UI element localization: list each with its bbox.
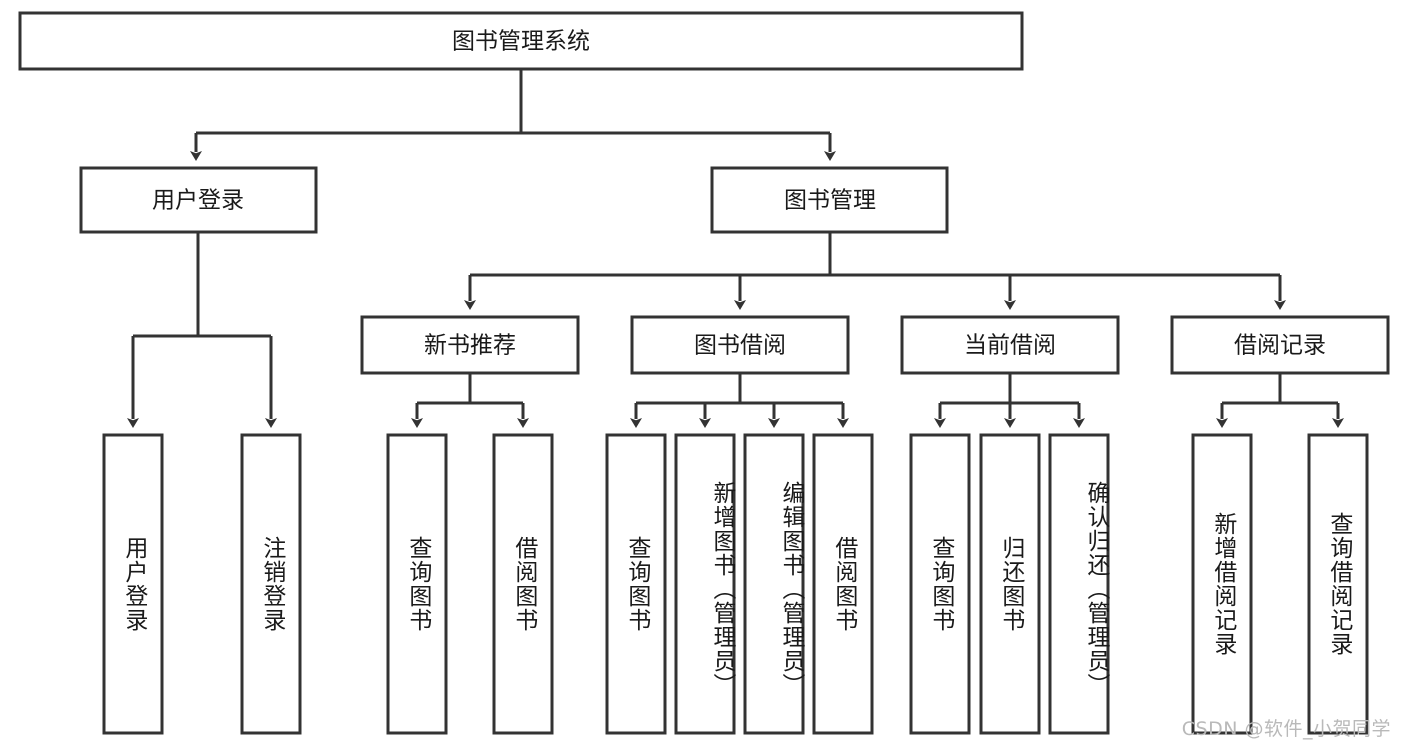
node-root-label: 图书管理系统 [452,29,590,55]
node-book-management-label: 图书管理 [784,188,876,214]
node-borrow-record[interactable]: 借阅记录 [1170,315,1390,375]
node-root[interactable]: 图书管理系统 [18,11,1024,71]
node-new-book-recommend[interactable]: 新书推荐 [360,315,580,375]
connector-currentborrow-to-leaves [934,373,1085,428]
leaf-box-bookborrow-3[interactable] [812,433,874,735]
node-borrow-record-label: 借阅记录 [1234,333,1326,359]
leaf-box-currentborrow-1[interactable] [979,433,1041,735]
connector-borrowrecord-to-leaves [1216,373,1344,428]
node-current-borrow-label: 当前借阅 [964,333,1056,359]
leaf-box-user-login-0[interactable] [102,433,164,735]
leaf-box-bookborrow-2[interactable] [743,433,805,735]
leaf-box-bookborrow-1[interactable] [674,433,736,735]
node-current-borrow[interactable]: 当前借阅 [900,315,1120,375]
leaf-box-bookborrow-0[interactable] [605,433,667,735]
node-book-borrow[interactable]: 图书借阅 [630,315,850,375]
leaf-box-borrowrecord-1[interactable] [1307,433,1369,735]
connector-userlogin-to-leaves [127,232,277,428]
node-user-login[interactable]: 用户登录 [79,166,318,234]
csdn-watermark: CSDN @软件_小贺同学 [1181,718,1391,740]
node-user-login-label: 用户登录 [152,188,244,214]
node-new-book-recommend-label: 新书推荐 [424,333,516,359]
leaf-box-borrowrecord-0[interactable] [1191,433,1253,735]
node-book-borrow-label: 图书借阅 [694,333,786,359]
connector-bookmgmt-to-level3 [464,232,1286,310]
leaf-box-newbook-0[interactable] [386,433,448,735]
connector-root-to-level2 [190,69,836,161]
leaf-box-newbook-1[interactable] [492,433,554,735]
leaf-box-currentborrow-0[interactable] [909,433,971,735]
leaf-box-currentborrow-2[interactable] [1048,433,1110,735]
leaf-box-user-login-1[interactable] [240,433,302,735]
connector-bookborrow-to-leaves [630,373,849,428]
node-book-management[interactable]: 图书管理 [710,166,949,234]
connector-newbook-to-leaves [411,373,529,428]
